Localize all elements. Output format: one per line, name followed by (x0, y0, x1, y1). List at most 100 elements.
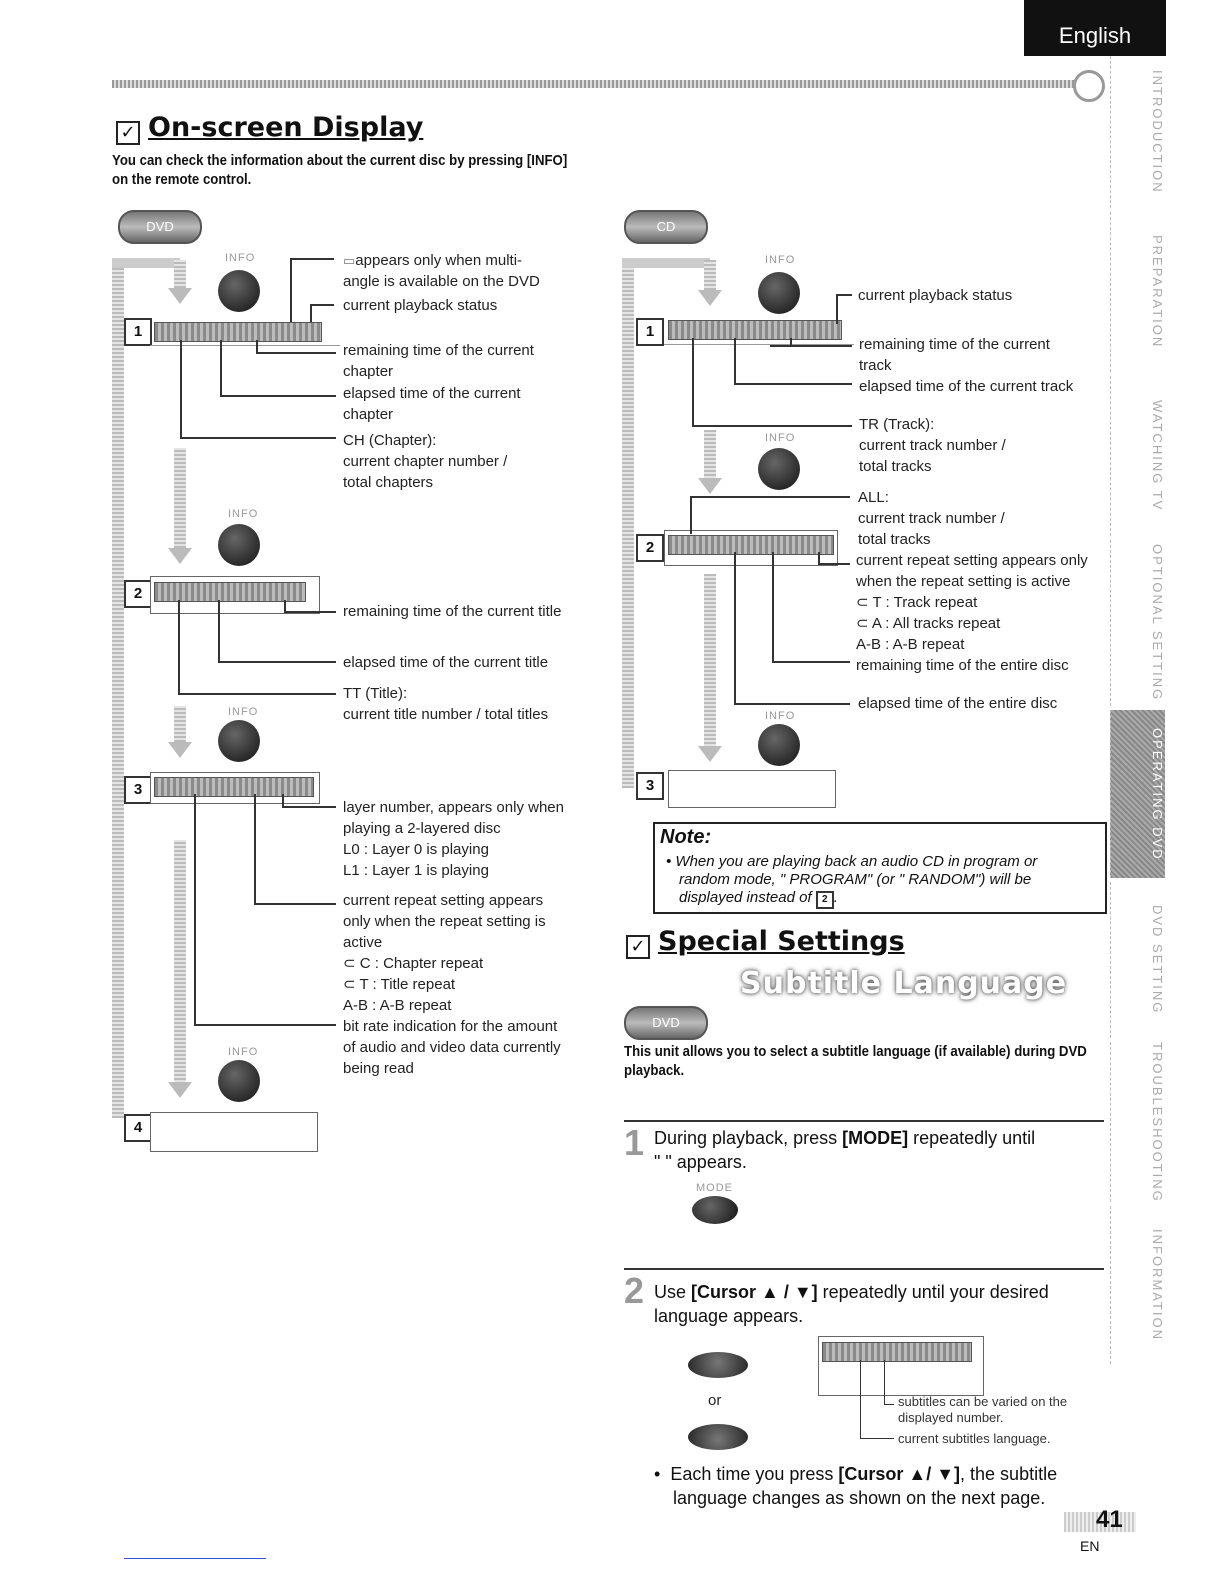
callout-subtitles-number: subtitles can be varied on the displayed… (898, 1394, 1068, 1425)
flow-top (112, 258, 180, 268)
step-divider (624, 1120, 1104, 1122)
flow-top (622, 258, 710, 268)
arrow-down-icon (698, 478, 722, 494)
cd-osd-bar-1 (668, 320, 842, 340)
info-button-icon (758, 272, 800, 314)
connector (254, 794, 256, 904)
arrow-down-icon (698, 746, 722, 762)
connector (734, 383, 852, 385)
mode-button-icon (692, 1196, 738, 1224)
side-tab-optional-setting[interactable]: OPTIONAL SETTING (1110, 540, 1165, 706)
connector (772, 661, 850, 663)
connector (772, 552, 774, 662)
connector (836, 294, 838, 324)
screen-4 (150, 1112, 318, 1152)
connector (692, 338, 694, 426)
side-tab-operating-dvd[interactable]: OPERATING DVD (1110, 710, 1165, 878)
screen-edge (150, 345, 340, 346)
step-2-number: 2 (624, 1270, 645, 1311)
arrow-down-icon (168, 288, 192, 304)
header-rule (112, 80, 1082, 88)
page-number-bg (1064, 1512, 1136, 1532)
mode-label: MODE (696, 1182, 733, 1194)
connector (860, 1360, 861, 1438)
connector (218, 661, 336, 663)
connector (860, 1438, 894, 1439)
connector (884, 1404, 894, 1405)
connector (310, 304, 312, 322)
dvd-badge: DVD (624, 1006, 708, 1040)
step-2-text: Use [Cursor ▲ / ▼] repeatedly until your… (654, 1282, 1049, 1326)
note-box (653, 822, 1107, 914)
osd-section-title: ✓On-screen Display (116, 112, 423, 145)
connector (220, 395, 336, 397)
footer-line (124, 1558, 266, 1559)
step-2-icon: 2 (815, 891, 834, 909)
connector (282, 794, 284, 808)
step-1-number: 1 (624, 1122, 645, 1163)
connector (734, 703, 850, 705)
info-label: INFO (228, 706, 259, 718)
arrow-down-icon (698, 290, 722, 306)
side-tab-watching-tv[interactable]: WATCHING TV (1110, 376, 1165, 536)
checkbox-icon: ✓ (116, 121, 140, 145)
info-label: INFO (765, 254, 796, 266)
connector (734, 552, 736, 704)
arrow-down-icon (168, 1082, 192, 1098)
dvd-step3-bitrate: bit rate indication for the amount of au… (343, 1018, 561, 1077)
flow-line (704, 430, 716, 480)
cd-osd-bar-2 (668, 535, 834, 555)
dvd-step1-remaining: remaining time of the current chapter (343, 342, 534, 380)
connector (734, 338, 736, 384)
repeat-icon: ⊂ (856, 615, 869, 632)
bullet-note: • Each time you press [Cursor ▲/ ▼], the… (654, 1464, 1058, 1508)
flow-back-line (622, 258, 634, 788)
connector (178, 600, 180, 694)
cd-screen-3 (668, 770, 836, 808)
connector (194, 794, 196, 1026)
checkbox-icon: ✓ (626, 935, 650, 959)
connector (770, 345, 852, 347)
cd-step1-track: TR (Track): current track number / total… (859, 416, 1006, 475)
connector (818, 552, 820, 564)
osd-bar-2 (154, 582, 306, 602)
connector (790, 338, 792, 346)
side-tab-preparation[interactable]: PREPARATION (1110, 212, 1165, 372)
info-label: INFO (228, 508, 259, 520)
cd-step-3-marker: 3 (636, 772, 664, 800)
cd-step-1-marker: 1 (636, 318, 664, 346)
dvd-step2-remaining: remaining time of the current title (343, 603, 562, 620)
info-button-icon (758, 724, 800, 766)
side-tab-dvd-setting[interactable]: DVD SETTING (1110, 882, 1165, 1038)
connector (690, 496, 692, 534)
language-tab: English (1024, 0, 1166, 56)
connector (220, 340, 222, 396)
info-button-icon (218, 720, 260, 762)
subtitle-language-banner: Subtitle Language (740, 966, 1068, 1001)
info-label: INFO (225, 252, 256, 264)
osd-intro: You can check the information about the … (112, 152, 568, 188)
info-button-icon (218, 1060, 260, 1102)
cursor-up-button-icon (688, 1352, 748, 1378)
dvd-badge: DVD (118, 210, 202, 244)
side-tab-troubleshooting[interactable]: TROUBLESHOOTING (1110, 1042, 1165, 1203)
info-button-icon (218, 524, 260, 566)
dvd-step1-elapsed: elapsed time of the current chapter (343, 385, 521, 423)
side-tab-information[interactable]: INFORMATION (1110, 1206, 1165, 1364)
flow-line (174, 706, 186, 742)
flow-line (174, 840, 186, 1084)
cd-step1-status: current playback status (858, 287, 1013, 304)
dvd-step3-repeat: current repeat setting appears only when… (343, 892, 546, 1014)
info-label: INFO (228, 1046, 259, 1058)
connector (180, 437, 336, 439)
step-1-marker: 1 (124, 318, 152, 346)
connector (254, 903, 336, 905)
connector (256, 352, 336, 354)
screen-edge (664, 344, 854, 345)
cd-step2-repeat: current repeat setting appears only when… (856, 552, 1088, 674)
page-number: 41 (1096, 1506, 1123, 1533)
info-label: INFO (765, 710, 796, 722)
connector (692, 425, 852, 427)
repeat-icon: ⊂ (343, 976, 356, 993)
side-tab-introduction[interactable]: INTRODUCTION (1110, 56, 1165, 208)
